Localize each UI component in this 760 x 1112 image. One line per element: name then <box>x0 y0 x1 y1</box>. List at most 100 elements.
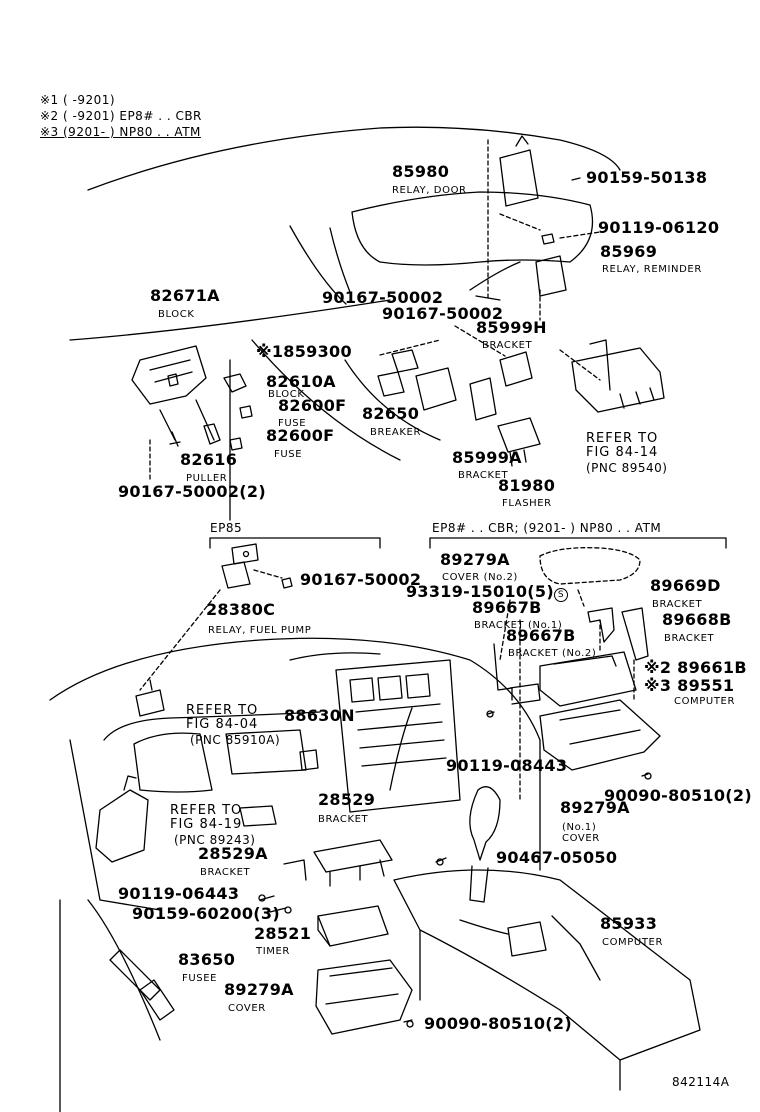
part-89551-desc: COMPUTER <box>674 696 736 707</box>
part-89279a-a-desc: COVER (No.2) <box>442 572 518 583</box>
part-90167-50002-2[interactable]: 90167-50002(2) <box>118 482 266 501</box>
part-28521[interactable]: 28521 <box>254 924 312 943</box>
part-85999a-desc: BRACKET <box>458 470 509 481</box>
note-2: ※2 ( -9201) EP8# . . CBR <box>40 109 202 123</box>
part-89669d-desc: BRACKET <box>652 599 703 610</box>
part-89667b-b-desc: BRACKET (No.2) <box>508 648 597 659</box>
part-89668b-desc: BRACKET <box>664 633 715 644</box>
dashboard-outline-lower <box>49 637 541 871</box>
center-console <box>393 869 701 1061</box>
part-82650-desc: BREAKER <box>370 427 421 438</box>
part-85999a[interactable]: 85999A <box>452 448 522 467</box>
part-82616-desc: PULLER <box>186 473 228 484</box>
part-85999h-desc: BRACKET <box>482 340 533 351</box>
part-82616[interactable]: 82616 <box>180 450 238 469</box>
part-85969-desc: RELAY, REMINDER <box>602 264 702 275</box>
part-89551[interactable]: ※3 89551 <box>644 676 735 695</box>
dashboard-outline-upper <box>87 126 621 191</box>
part-89279a-b[interactable]: 89279A <box>560 798 630 817</box>
part-85999h[interactable]: 85999H <box>476 318 547 337</box>
part-90167-50002-c[interactable]: 90167-50002 <box>300 570 422 589</box>
part-90090-80510-b[interactable]: 90090-80510(2) <box>424 1014 572 1033</box>
cover-lower-shape <box>315 959 413 1035</box>
ref-fig-84-04-line3: (PNC 85910A) <box>190 733 281 747</box>
part-90119-08443[interactable]: 90119-08443 <box>446 756 568 775</box>
ecu-box-89540 <box>571 347 665 413</box>
part-90467-05050[interactable]: 90467-05050 <box>496 848 618 867</box>
part-90167-50002-a[interactable]: 90167-50002 <box>322 288 444 307</box>
part-83650-desc: FUSEE <box>182 973 218 984</box>
part-90119-06120[interactable]: 90119-06120 <box>598 218 720 237</box>
part-82610a[interactable]: 82610A <box>266 372 336 391</box>
part-90090-80510-a[interactable]: 90090-80510(2) <box>604 786 752 805</box>
cover-no1-shape <box>539 699 661 771</box>
part-85980[interactable]: 85980 <box>392 162 450 181</box>
breaker-82650-shape <box>377 371 405 397</box>
cover-no2-shape <box>539 547 641 585</box>
note-1: ※1 ( -9201) <box>40 93 116 107</box>
fusee-83650-shape <box>109 949 161 1001</box>
ref-fig-84-14-line1[interactable]: REFER TO <box>586 431 659 446</box>
part-89279a-b-desc: (No.1) COVER <box>562 822 600 844</box>
part-93319-15010[interactable]: 93319-15010(5) <box>406 582 554 601</box>
relay-reminder-shape <box>535 255 567 297</box>
part-81980-desc: FLASHER <box>502 498 552 509</box>
part-88630n[interactable]: 88630N <box>284 706 355 725</box>
part-85969[interactable]: 85969 <box>600 242 658 261</box>
part-90119-06443[interactable]: 90119-06443 <box>118 884 240 903</box>
part-89661b[interactable]: ※2 89661B <box>644 658 747 677</box>
part-89667b-b[interactable]: 89667B <box>506 626 576 645</box>
center-stack <box>335 659 461 813</box>
part-89279a-c-desc: COVER <box>228 1003 266 1014</box>
computer-89551-shape <box>539 651 637 707</box>
timer-28521-shape <box>317 905 389 947</box>
part-28529[interactable]: 28529 <box>318 790 376 809</box>
part-28529a-desc: BRACKET <box>200 867 251 878</box>
part-83650[interactable]: 83650 <box>178 950 236 969</box>
ref-fig-84-04-line2[interactable]: FIG 84-04 <box>186 717 259 732</box>
part-28529a[interactable]: 28529A <box>198 844 268 863</box>
flasher-81980-shape <box>497 417 541 453</box>
ref-fig-84-04-line1[interactable]: REFER TO <box>186 703 259 718</box>
part-28380c[interactable]: 28380C <box>206 600 276 619</box>
part-82600f-b-desc: FUSE <box>274 449 303 460</box>
part-89668b[interactable]: 89668B <box>662 610 732 629</box>
part-28380c-desc: RELAY, FUEL PUMP <box>208 625 312 636</box>
shift-lever <box>469 786 501 861</box>
figure-id: 842114A <box>672 1075 730 1089</box>
part-93319-mark: S <box>554 588 568 602</box>
ref-fig-84-19-line1[interactable]: REFER TO <box>170 803 243 818</box>
part-89279a-a[interactable]: 89279A <box>440 550 510 569</box>
part-89667b-a[interactable]: 89667B <box>472 598 542 617</box>
ep85-group-bracket <box>209 537 381 549</box>
part-85933[interactable]: 85933 <box>600 914 658 933</box>
dashboard-panel-upper <box>351 191 594 266</box>
ref-fig-84-14-line2[interactable]: FIG 84-14 <box>586 445 659 460</box>
part-90159-60200[interactable]: 90159-60200(3) <box>132 904 280 923</box>
part-28529-desc: BRACKET <box>318 814 369 825</box>
part-90159-50138[interactable]: 90159-50138 <box>586 168 708 187</box>
note-3: ※3 (9201- ) NP80 . . ATM <box>40 125 201 139</box>
part-89669d[interactable]: 89669D <box>650 576 721 595</box>
ref-fig-84-14-line3: (PNC 89540) <box>586 461 668 475</box>
part-90167-50002-b[interactable]: 90167-50002 <box>382 304 504 323</box>
group-ep85: EP85 <box>210 521 243 535</box>
ep8-group-bracket <box>429 537 727 549</box>
computer-85933-shape <box>507 921 547 957</box>
part-28521-desc: TIMER <box>256 946 290 957</box>
part-82600f-b[interactable]: 82600F <box>266 426 335 445</box>
part-859300[interactable]: ※1859300 <box>256 342 352 361</box>
part-82610a-desc: BLOCK <box>268 389 305 400</box>
block-82671a-shape <box>131 345 207 405</box>
part-85933-desc: COMPUTER <box>602 937 664 948</box>
part-89279a-c[interactable]: 89279A <box>224 980 294 999</box>
ref-fig-84-19-line2[interactable]: FIG 84-19 <box>170 817 243 832</box>
part-81980[interactable]: 81980 <box>498 476 556 495</box>
part-82671a-desc: BLOCK <box>158 309 195 320</box>
group-ep8: EP8# . . CBR; (9201- ) NP80 . . ATM <box>432 521 662 535</box>
part-89667b-a-desc: BRACKET (No.1) <box>474 620 563 631</box>
part-82671a[interactable]: 82671A <box>150 286 220 305</box>
part-82650[interactable]: 82650 <box>362 404 420 423</box>
part-82600f-a[interactable]: 82600F <box>278 396 347 415</box>
